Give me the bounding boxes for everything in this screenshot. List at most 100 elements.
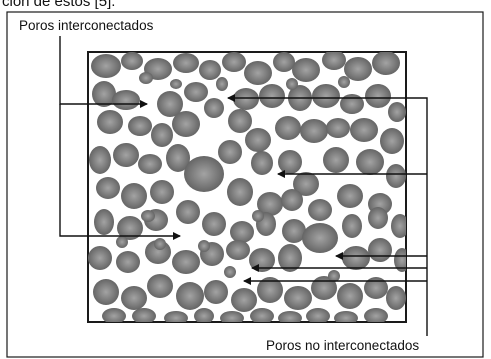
pore [102,308,126,322]
pore [112,90,140,110]
header-caption-fragment: ción de éstos [5]. [2,0,115,10]
pore [91,54,121,78]
pore [233,88,259,110]
pore [128,116,152,136]
pore [141,210,155,222]
pore [170,79,182,89]
pore [308,199,332,221]
pore [391,214,406,238]
pore [388,102,406,122]
pore [312,84,340,108]
pore [251,151,273,175]
pore [278,244,302,272]
non-interconnected-leaders [227,94,428,336]
pore [173,53,199,73]
pore [322,52,346,70]
pore [342,214,362,238]
pore [88,246,112,270]
pore [121,183,147,209]
pore [222,52,246,72]
pore [380,128,404,154]
pore [281,189,303,211]
pore [364,277,388,299]
interconnected-leaders [59,36,181,240]
pore [323,147,349,173]
pore [150,180,174,204]
pore [244,61,272,85]
pore [257,277,283,303]
pore [245,128,271,152]
pore [368,238,392,262]
pore [365,84,391,108]
pore [117,216,143,240]
pore [259,84,285,108]
pore [306,308,330,322]
pore [250,308,274,322]
pore [227,178,253,206]
pore [293,172,319,196]
pore [226,240,250,260]
label-non-interconnected: Poros no interconectados [266,338,419,353]
pore [172,250,200,274]
pore [282,219,306,243]
pore [342,246,370,270]
pore [147,274,173,298]
pore [151,123,173,147]
pore [218,140,242,164]
pore [300,119,328,143]
pore [278,150,302,174]
pore [184,82,208,102]
pore [286,78,298,90]
pore [172,111,200,137]
pore [252,210,264,222]
pore [257,192,283,216]
pore [220,311,244,322]
pore [184,156,224,192]
pore [138,154,162,174]
pore [275,116,301,140]
pore [164,311,188,322]
pore [284,286,312,310]
pore [228,109,252,133]
pore [364,308,388,322]
pore [368,207,388,229]
pore [344,57,372,81]
pore [166,144,190,172]
pore [394,248,406,272]
label-interconnected: Poros interconectados [19,18,154,33]
pore [224,266,236,278]
pore [350,118,378,142]
pore [194,308,214,322]
pore [176,282,204,310]
pore [334,311,358,322]
pore [154,238,166,250]
pore [93,279,119,305]
pore [89,146,111,174]
pore-field [88,52,406,322]
pore [204,280,228,304]
pore [216,77,228,91]
pore [311,276,337,300]
pore [337,283,363,309]
pore [273,52,295,72]
figure-frame [6,11,484,358]
pore [231,288,257,312]
pore [302,223,338,253]
pore [202,212,226,236]
pore [326,118,350,138]
pore [338,76,350,88]
pore [278,311,302,322]
pore [116,236,128,248]
pore [292,58,320,82]
pore [198,240,210,252]
pore [96,177,120,199]
pore [340,94,364,114]
pore [386,164,406,188]
pore [113,143,139,167]
pore [356,149,384,175]
pore [386,286,406,310]
pore [132,308,156,322]
pore [94,209,114,235]
pore [176,200,200,224]
